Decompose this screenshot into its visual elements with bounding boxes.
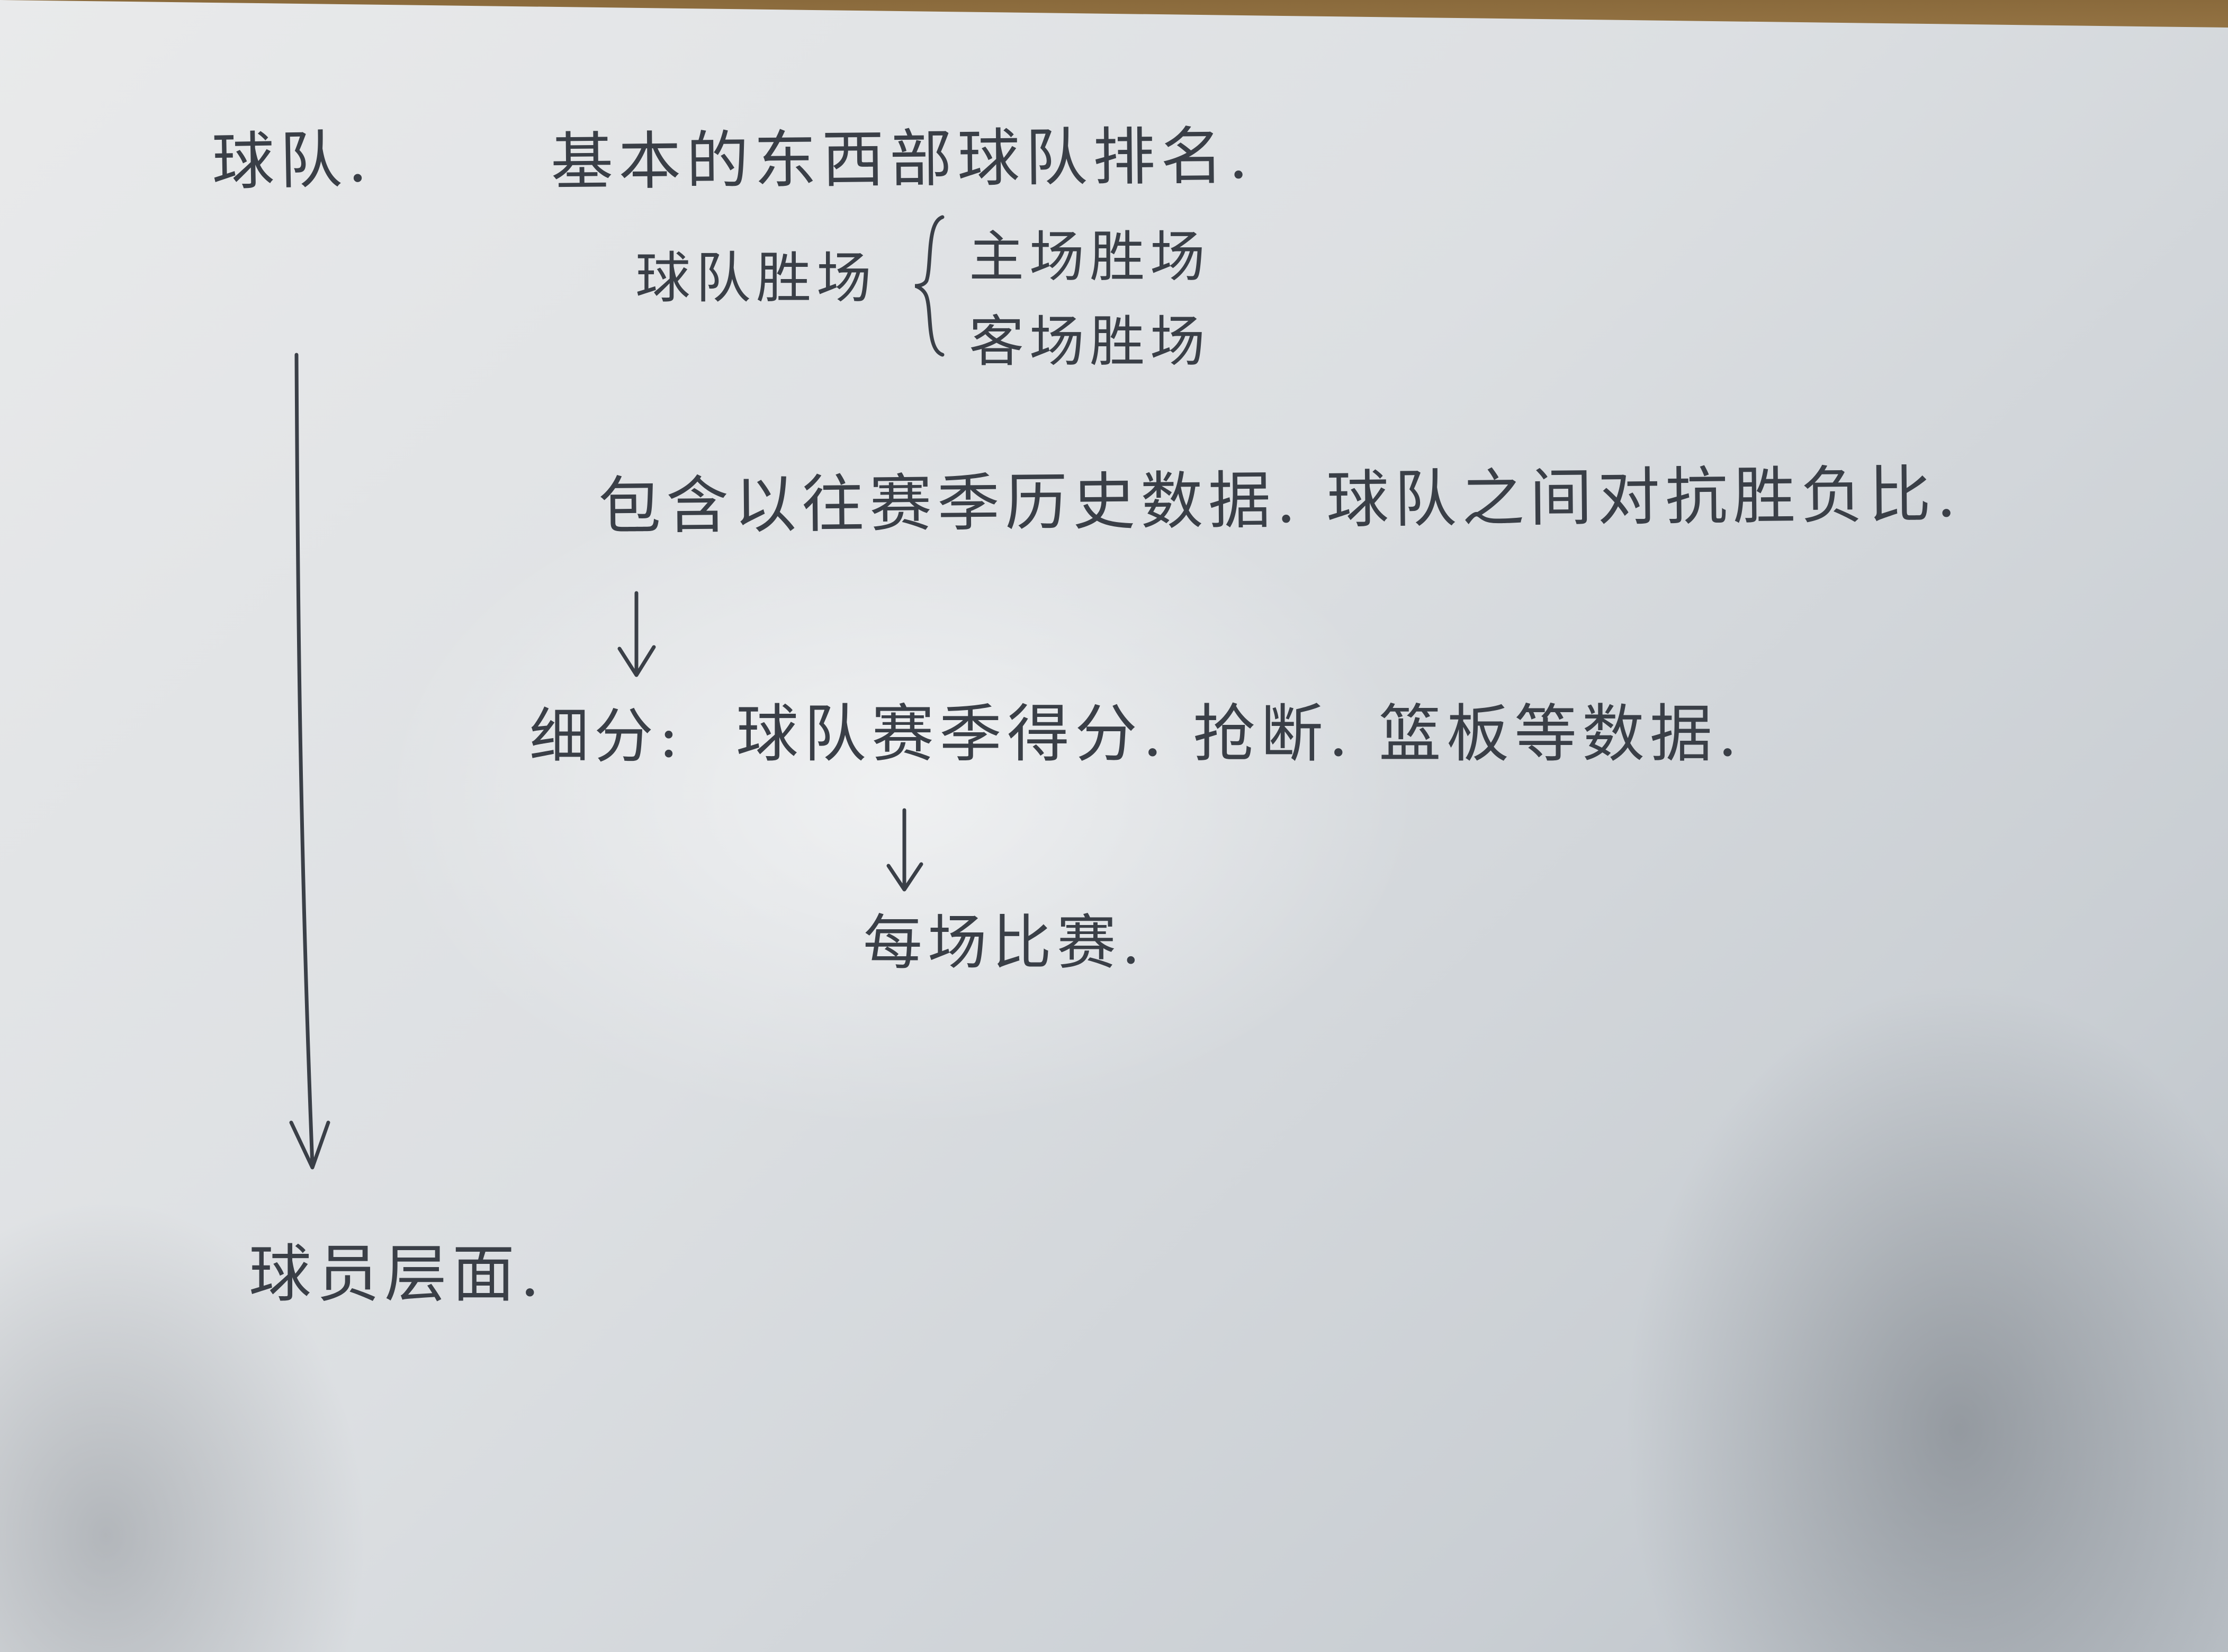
note-home-wins: 主场胜场 (969, 225, 1211, 289)
note-away-wins: 客场胜场 (969, 309, 1211, 374)
note-history-data: 包含以往赛季历史数据. 球队之间对抗胜负比. (598, 457, 1962, 543)
curly-brace (914, 215, 945, 357)
note-conference-ranking: 基本的东西部球队排名. (550, 119, 1254, 199)
note-player-layer: 球员层面. (249, 1237, 545, 1310)
short-down-arrow-1 (617, 591, 656, 677)
note-per-match: 每场比赛. (863, 909, 1146, 977)
note-detail-stats: 球队赛季得分. 抢断. 篮板等数据. (736, 697, 1743, 770)
note-team: 球队. (211, 122, 373, 199)
note-detail-label: 细分: (529, 702, 684, 771)
long-down-arrow (289, 353, 330, 1170)
short-down-arrow-2 (886, 808, 923, 892)
note-team-wins: 球队胜场 (635, 246, 877, 310)
